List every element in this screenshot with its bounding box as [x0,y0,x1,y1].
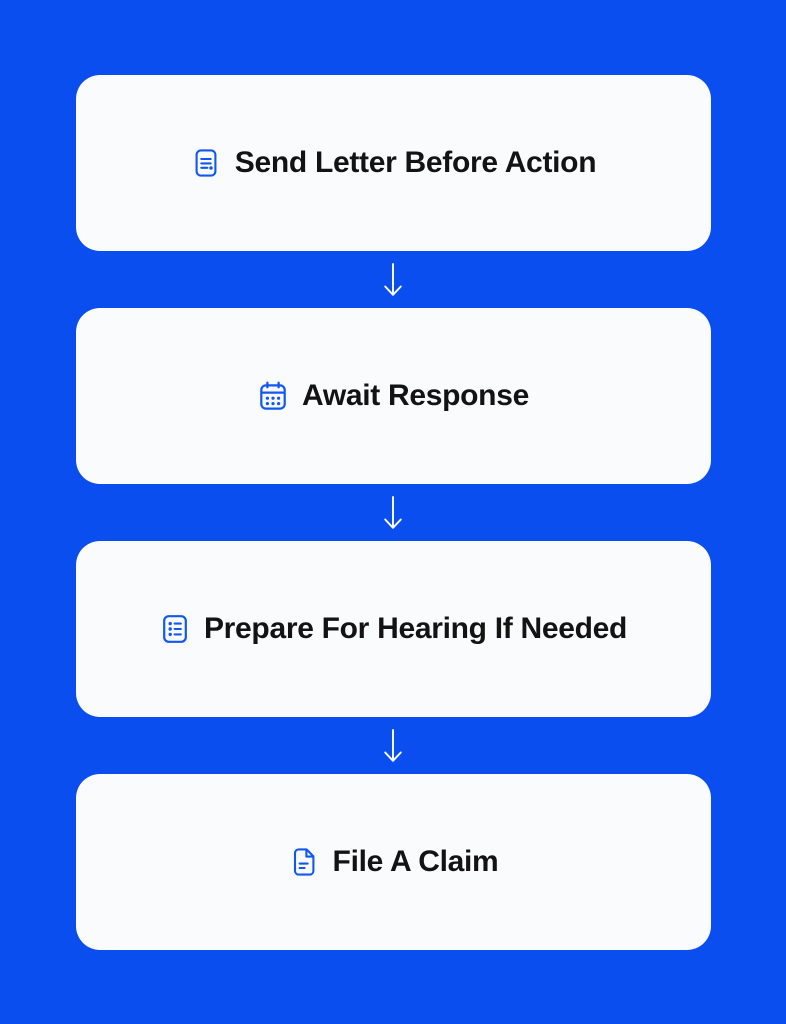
calendar-icon [257,380,289,412]
file-folded-corner-icon [288,846,320,878]
flow-step-content: Send Letter Before Action [190,146,597,179]
arrow-down-icon [382,728,404,763]
flow-step-label: Await Response [302,379,529,412]
flow-step-content: Await Response [257,380,529,412]
document-lines-icon [190,147,222,179]
flow-step-label: Prepare For Hearing If Needed [203,612,628,645]
flow-step-card[interactable]: Send Letter Before Action [75,75,711,251]
flow-step-card[interactable]: Prepare For Hearing If Needed [75,541,711,717]
flow-connector [76,251,711,308]
flow-connector [76,484,711,541]
flow-step-card[interactable]: File A Claim [75,774,711,950]
flow-step-label: File A Claim [332,845,499,878]
arrow-down-icon [382,495,404,530]
flow-step-card[interactable]: Await Response [75,308,711,484]
flow-connector [76,717,711,774]
checklist-icon [159,613,191,645]
flow-step-content: File A Claim [288,846,499,878]
flow-step-content: Prepare For Hearing If Needed [159,613,627,645]
arrow-down-icon [382,262,404,297]
flow-step-label: Send Letter Before Action [234,146,597,179]
